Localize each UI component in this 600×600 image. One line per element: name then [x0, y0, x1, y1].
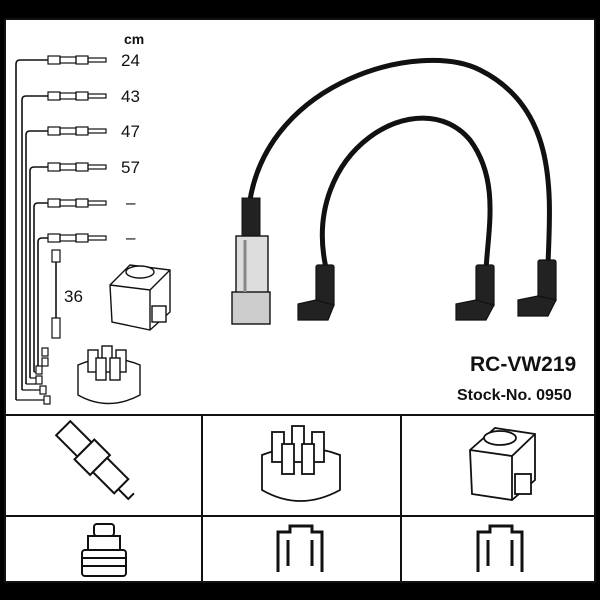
length-5: –	[126, 193, 136, 212]
length-6: –	[126, 228, 136, 247]
coil-lead-length: 36	[64, 287, 83, 306]
length-3: 47	[121, 122, 140, 141]
length-1: 24	[121, 51, 140, 70]
coil-sketch-icon	[109, 264, 171, 331]
plug-terminal-icon	[81, 523, 127, 577]
ignition-cables	[247, 57, 552, 273]
length-2: 43	[121, 87, 140, 106]
product-code: RC-VW219	[470, 353, 577, 376]
grid-top-line	[4, 414, 596, 416]
plug-boots	[297, 259, 557, 321]
grid-divider-1	[201, 414, 203, 583]
connector-profile-right-icon	[476, 524, 524, 572]
stock-number: Stock-No. 0950	[457, 387, 572, 404]
grid-middle-line	[4, 515, 596, 517]
cap-sketch-icon	[77, 345, 141, 405]
ignition-coil-icon	[469, 427, 536, 501]
unit-label: cm	[124, 31, 145, 47]
distributor-boot	[231, 197, 271, 325]
spark-plug-icon	[54, 419, 135, 501]
ignition-lead-set-diagram	[15, 55, 107, 405]
length-4: 57	[121, 158, 140, 177]
distributor-cap-icon	[261, 425, 341, 502]
connector-profile-left-icon	[276, 524, 324, 572]
grid-divider-2	[400, 414, 402, 583]
